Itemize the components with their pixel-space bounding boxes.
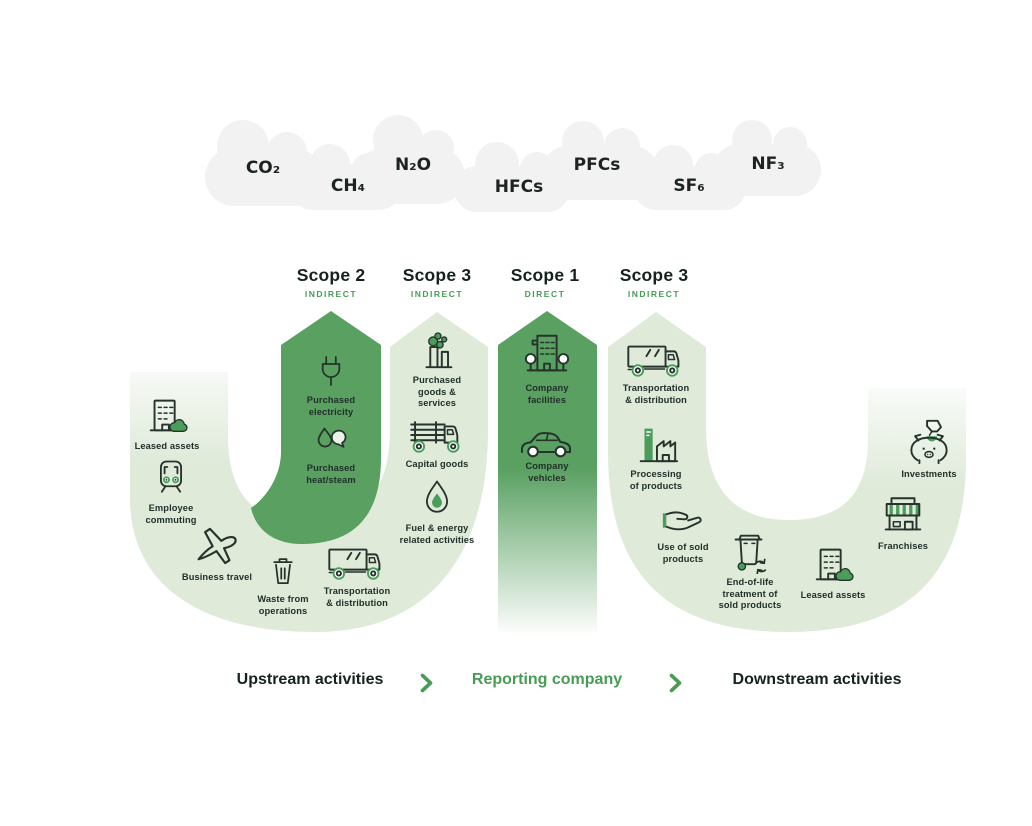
activity-label: Purchased electricity xyxy=(306,395,356,417)
activity-label: Capital goods xyxy=(405,459,469,469)
trash-bin-icon xyxy=(273,558,293,584)
reporting-company-label: Reporting company xyxy=(471,671,623,688)
activity-purchased-goods-services: Purchased goods & services xyxy=(384,326,490,410)
activity-label: Use of sold products xyxy=(657,542,709,564)
activity-label: Investments xyxy=(901,469,957,479)
activity-processing-of-products: Processing of products xyxy=(603,420,709,492)
scope1-header: Scope 1 DIRECT xyxy=(470,265,620,299)
airplane-icon xyxy=(197,527,237,565)
factory-emissions-icon xyxy=(425,332,453,369)
piggy-bank-icon xyxy=(910,419,948,465)
scope3-upstream-header: Scope 3 INDIRECT xyxy=(362,265,512,299)
box-truck-icon xyxy=(627,345,680,377)
downstream-arm-fade xyxy=(862,366,970,486)
droplet-flame-icon xyxy=(426,480,448,513)
log-truck-icon xyxy=(410,421,460,453)
activity-franchises: Franchises xyxy=(850,494,956,553)
scope1-type: DIRECT xyxy=(524,289,566,299)
gas-label-nf3: NF₃ xyxy=(751,154,785,174)
scope2-header: Scope 2 INDIRECT xyxy=(256,265,406,299)
gas-label-sf6: SF₆ xyxy=(673,176,705,196)
activity-label: Franchises xyxy=(877,541,929,551)
factory-chimney-icon xyxy=(639,428,679,463)
activity-label: Transportation & distribution xyxy=(622,383,690,405)
droplet-steam-icon xyxy=(317,427,347,448)
activity-company-facilities: Company facilities xyxy=(494,330,600,406)
cloud-sf6 xyxy=(634,145,746,210)
activity-fuel-energy: Fuel & energy related activities xyxy=(384,476,490,546)
bin-recycle-icon xyxy=(734,534,767,574)
activity-business-travel: Business travel xyxy=(164,517,270,584)
cloud-co2 xyxy=(205,120,323,206)
activity-label: Purchased heat/steam xyxy=(306,463,356,485)
activity-label: Transportation & distribution xyxy=(323,586,391,608)
activity-end-of-life-treatment: End-of-life treatment of sold products xyxy=(697,528,803,612)
downstream-activities-label: Downstream activities xyxy=(732,671,902,688)
activity-label: Purchased goods & services xyxy=(412,375,462,409)
activity-label: Company vehicles xyxy=(525,461,569,483)
activity-company-vehicles: Company vehicles xyxy=(494,422,600,484)
scope2-title: Scope 2 xyxy=(296,265,366,285)
activity-label: Waste from operations xyxy=(257,594,309,616)
activity-label: Company facilities xyxy=(525,383,569,405)
gas-label-n2o: N₂O xyxy=(394,155,432,175)
tram-icon xyxy=(160,460,182,493)
activity-purchased-heat-steam: Purchased heat/steam xyxy=(278,418,384,486)
upstream-activities-label: Upstream activities xyxy=(236,671,384,688)
cloud-hfcs xyxy=(454,142,570,212)
scope2-column xyxy=(251,311,381,544)
activity-leased-assets-downstream: Leased assets xyxy=(780,541,886,602)
cloud-nf3 xyxy=(713,120,821,196)
scope3-downstream-header: Scope 3 INDIRECT xyxy=(579,265,729,299)
activity-capital-goods: Capital goods xyxy=(384,414,490,471)
gas-label-co2: CO₂ xyxy=(245,158,281,178)
scope3-upstream-type: INDIRECT xyxy=(410,289,464,299)
box-truck-icon xyxy=(328,548,381,580)
activity-transportation-upstream: Transportation & distribution xyxy=(304,541,410,609)
chevron-right-icon xyxy=(669,673,682,693)
activity-label: Leased assets xyxy=(134,441,200,451)
building-cloud-icon xyxy=(149,399,188,432)
activity-label: Processing of products xyxy=(629,469,683,491)
gas-label-pfcs: PFCs xyxy=(573,155,621,175)
chevron-right-icon xyxy=(420,673,433,693)
activity-transportation-downstream: Transportation & distribution xyxy=(603,338,709,406)
storefront-icon xyxy=(884,497,922,531)
activity-waste-from-operations: Waste from operations xyxy=(230,549,336,617)
upstream-arm-fade xyxy=(124,340,234,462)
activity-investments: Investments xyxy=(876,416,982,481)
activity-use-of-sold-products: Use of sold products xyxy=(630,501,736,565)
cloud-n2o xyxy=(355,115,465,204)
scope3-downstream-title: Scope 3 xyxy=(619,265,689,285)
activity-employee-commuting: Employee commuting xyxy=(118,456,224,526)
activity-leased-assets-upstream: Leased assets xyxy=(114,392,220,453)
gas-label-ch4: CH₄ xyxy=(330,176,366,196)
car-icon xyxy=(521,432,571,458)
scope2-type: INDIRECT xyxy=(304,289,358,299)
office-building-trees-icon xyxy=(524,334,570,372)
electric-plug-icon xyxy=(321,356,341,386)
scope3-upstream-title: Scope 3 xyxy=(402,265,472,285)
activity-label: Fuel & energy related activities xyxy=(399,523,475,545)
scope3-downstream-type: INDIRECT xyxy=(627,289,681,299)
cloud-pfcs xyxy=(541,121,659,200)
activity-label: Business travel xyxy=(181,572,253,582)
gas-clouds xyxy=(205,115,821,212)
hand-product-icon xyxy=(662,511,702,531)
activity-label: Leased assets xyxy=(800,590,866,600)
activity-purchased-electricity: Purchased electricity xyxy=(278,350,384,418)
scope1-bottom-fade xyxy=(494,468,602,636)
gas-label-hfcs: HFCs xyxy=(494,177,544,197)
activity-label: Employee commuting xyxy=(145,503,197,525)
building-cloud-icon xyxy=(815,548,854,581)
scope1-title: Scope 1 xyxy=(510,265,580,285)
activity-label: End-of-life treatment of sold products xyxy=(718,577,782,611)
